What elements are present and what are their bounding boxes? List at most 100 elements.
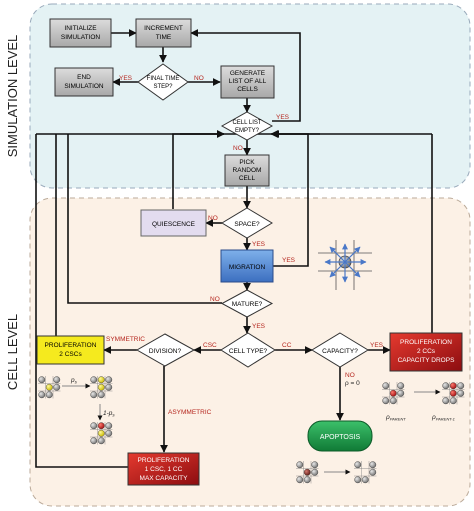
label-migration-yes: YES xyxy=(282,257,296,264)
grid-cell xyxy=(97,376,105,384)
apoptosis-grid-before xyxy=(296,461,319,484)
grid-cell xyxy=(90,376,98,384)
cell-list-line-2: EMPTY? xyxy=(235,128,260,134)
final-time-line-2: STEP? xyxy=(153,84,173,90)
initialize-line-2: SIMULATION xyxy=(61,34,101,41)
pick-line-2: RANDOM xyxy=(233,167,262,174)
capacity-text: CAPACITY? xyxy=(322,348,358,355)
quiescence-box: QUIESCENCE xyxy=(140,209,207,237)
mature-text: MATURE? xyxy=(232,301,263,308)
grid-cell xyxy=(311,468,319,476)
prolif-csc-line-1: PROLIFERATION xyxy=(45,342,97,349)
cell-grid-illustrations xyxy=(38,376,465,484)
grid-cell xyxy=(296,461,304,469)
apoptosis-box: APOPTOSIS xyxy=(307,420,373,452)
increment-line-2: TIME xyxy=(156,34,172,41)
math-rho-parent: ρPARENT xyxy=(385,414,406,422)
simulation-level-label: SIMULATION LEVEL xyxy=(5,35,20,158)
grid-cell xyxy=(105,429,113,437)
label-space-yes: YES xyxy=(252,241,266,248)
division-decision: DIVISION? xyxy=(135,333,196,367)
end-line-2: SIMULATION xyxy=(64,83,104,90)
grid-cell xyxy=(382,382,390,390)
label-cell-list-yes: YES xyxy=(276,114,290,121)
grid-cell xyxy=(97,383,105,391)
initialize-line-1: INITIALIZE xyxy=(64,25,97,32)
end-line-1: END xyxy=(77,74,91,81)
prolif-asym-line-3: MAX CAPACITY xyxy=(140,475,189,482)
math-one-minus-ps: 1-ps xyxy=(103,410,115,418)
grid-cell xyxy=(311,461,319,469)
cc-grid-before xyxy=(382,382,405,405)
grid-cell xyxy=(389,389,397,397)
grid-cell xyxy=(45,383,53,391)
label-final-yes: YES xyxy=(119,75,133,82)
grid-cell xyxy=(449,382,457,390)
pick-random-cell-box: PICK RANDOM CELL xyxy=(224,154,270,187)
grid-cell xyxy=(397,389,405,397)
generate-line-3: CELLS xyxy=(237,86,258,93)
increment-line-1: INCREMENT xyxy=(144,25,183,32)
space-decision: SPACE? xyxy=(221,207,273,239)
end-simulation-box: END SIMULATION xyxy=(54,67,114,97)
label-rho-zero: ρ = 0 xyxy=(345,380,360,387)
migration-neighborhood-icon xyxy=(318,240,372,290)
final-time-step-decision: FINAL TIME STEP? xyxy=(137,63,189,101)
grid-cell xyxy=(53,383,61,391)
cell-list-empty-decision: CELL LIST EMPTY? xyxy=(220,111,274,141)
division-text: DIVISION? xyxy=(149,348,182,355)
prolif-cc-line-3: CAPACITY DROPS xyxy=(398,357,455,364)
grid-cell xyxy=(449,389,457,397)
grid-cell xyxy=(90,391,98,399)
migration-box: MIGRATION xyxy=(220,249,274,283)
grid-cell xyxy=(303,468,311,476)
grid-cell xyxy=(296,476,304,484)
grid-cell xyxy=(105,422,113,430)
grid-cell xyxy=(53,376,61,384)
grid-cell xyxy=(361,476,369,484)
migration-text: MIGRATION xyxy=(229,264,266,271)
grid-cell xyxy=(457,389,465,397)
grid-cell xyxy=(90,422,98,430)
label-cell-list-no: NO xyxy=(233,145,243,152)
grid-cell xyxy=(90,437,98,445)
math-ps: ps xyxy=(70,377,78,385)
grid-cell xyxy=(38,376,46,384)
grid-cell xyxy=(354,461,362,469)
math-rho-parent-minus: ρPARENT-1 xyxy=(431,414,455,422)
edges xyxy=(35,29,433,468)
label-asymmetric: ASYMMETRIC xyxy=(168,409,212,416)
space-text: SPACE? xyxy=(234,221,260,228)
grid-cell xyxy=(382,397,390,405)
generate-line-1: GENERATE xyxy=(230,70,266,77)
proliferation-2-cscs-box: PROLIFERATION 2 CSCs xyxy=(36,335,105,365)
csc-grid-after-asymmetric xyxy=(90,422,113,445)
grid-cell xyxy=(105,376,113,384)
grid-cell xyxy=(369,468,377,476)
apoptosis-text: APOPTOSIS xyxy=(320,434,361,441)
prolif-asym-line-1: PROLIFERATION xyxy=(138,457,190,464)
grid-cell xyxy=(45,391,53,399)
grid-cell xyxy=(389,397,397,405)
grid-cell xyxy=(105,383,113,391)
proliferation-2-ccs-box: PROLIFERATION 2 CCs CAPACITY DROPS xyxy=(389,332,463,372)
grid-cell xyxy=(442,397,450,405)
label-space-no: NO xyxy=(208,215,218,222)
grid-cell xyxy=(38,391,46,399)
proliferation-asymmetric-box: PROLIFERATION 1 CSC, 1 CC MAX CAPACITY xyxy=(127,452,200,486)
grid-cell xyxy=(369,461,377,469)
pick-line-3: CELL xyxy=(239,175,256,182)
cell-type-decision: CELL TYPE? xyxy=(220,332,276,368)
capacity-decision: CAPACITY? xyxy=(311,332,369,368)
grid-cell xyxy=(397,382,405,390)
cell-type-text: CELL TYPE? xyxy=(229,348,268,355)
label-capacity-no: NO xyxy=(345,372,355,379)
prolif-asym-line-2: 1 CSC, 1 CC xyxy=(145,466,183,473)
quiescence-text: QUIESCENCE xyxy=(152,221,196,228)
initialize-simulation-box: INITIALIZE SIMULATION xyxy=(49,18,112,48)
grid-cell xyxy=(442,382,450,390)
apoptosis-grid-after xyxy=(354,461,377,484)
label-mature-no: NO xyxy=(210,296,220,303)
label-capacity-yes: YES xyxy=(370,342,384,349)
